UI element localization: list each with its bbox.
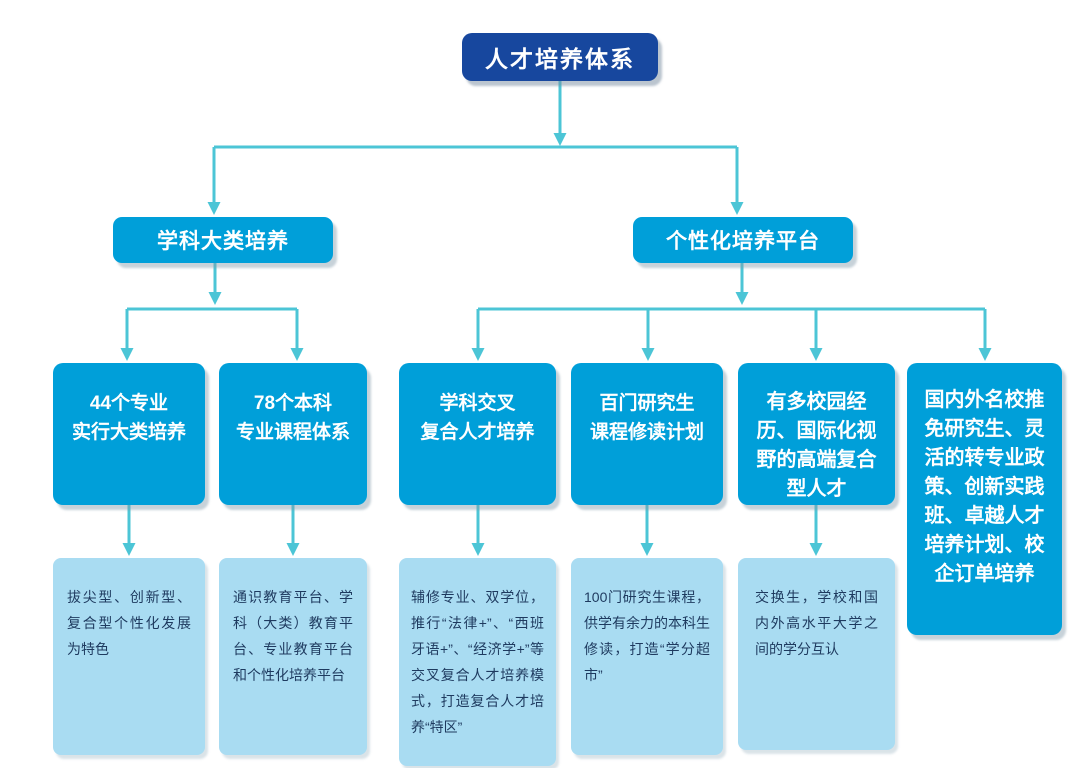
branch-label: 学科大类培养 [157,230,289,253]
program-box-flexible-policies: 国内外名校推免研究生、灵活的转专业政策、创新实践班、卓越人才培养计划、校企订单培… [907,363,1062,635]
branch-box-personalized-platform: 个性化培养平台 [633,217,853,263]
program-box-global-talent: 有多校园经历、国际化视野的高端复合型人才 [738,363,895,505]
branch-label: 个性化培养平台 [666,230,820,253]
detail-box-education-platforms: 通识教育平台、学科（大类）教育平台、专业教育平台和个性化培养平台 [219,558,367,755]
detail-box-development-features: 拔尖型、创新型、复合型个性化发展为特色 [53,558,205,755]
program-box-interdisciplinary: 学科交叉 复合人才培养 [399,363,556,505]
program-box-majors: 44个专业 实行大类培养 [53,363,205,505]
program-box-graduate-courses: 百门研究生 课程修读计划 [571,363,723,505]
root-label: 人才培养体系 [485,46,635,72]
branch-box-discipline-groups: 学科大类培养 [113,217,333,263]
detail-box-minor-double-degree: 辅修专业、双学位，推行“法律+”、“西班牙语+”、“经济学+”等交叉复合人才培养… [399,558,556,766]
program-box-curriculum: 78个本科 专业课程体系 [219,363,367,505]
detail-box-credit-supermarket: 100门研究生课程，供学有余力的本科生修读，打造“学分超市” [571,558,723,755]
detail-box-exchange-students: 交换生，学校和国内外高水平大学之间的学分互认 [738,558,895,750]
root-box: 人才培养体系 [462,33,658,81]
